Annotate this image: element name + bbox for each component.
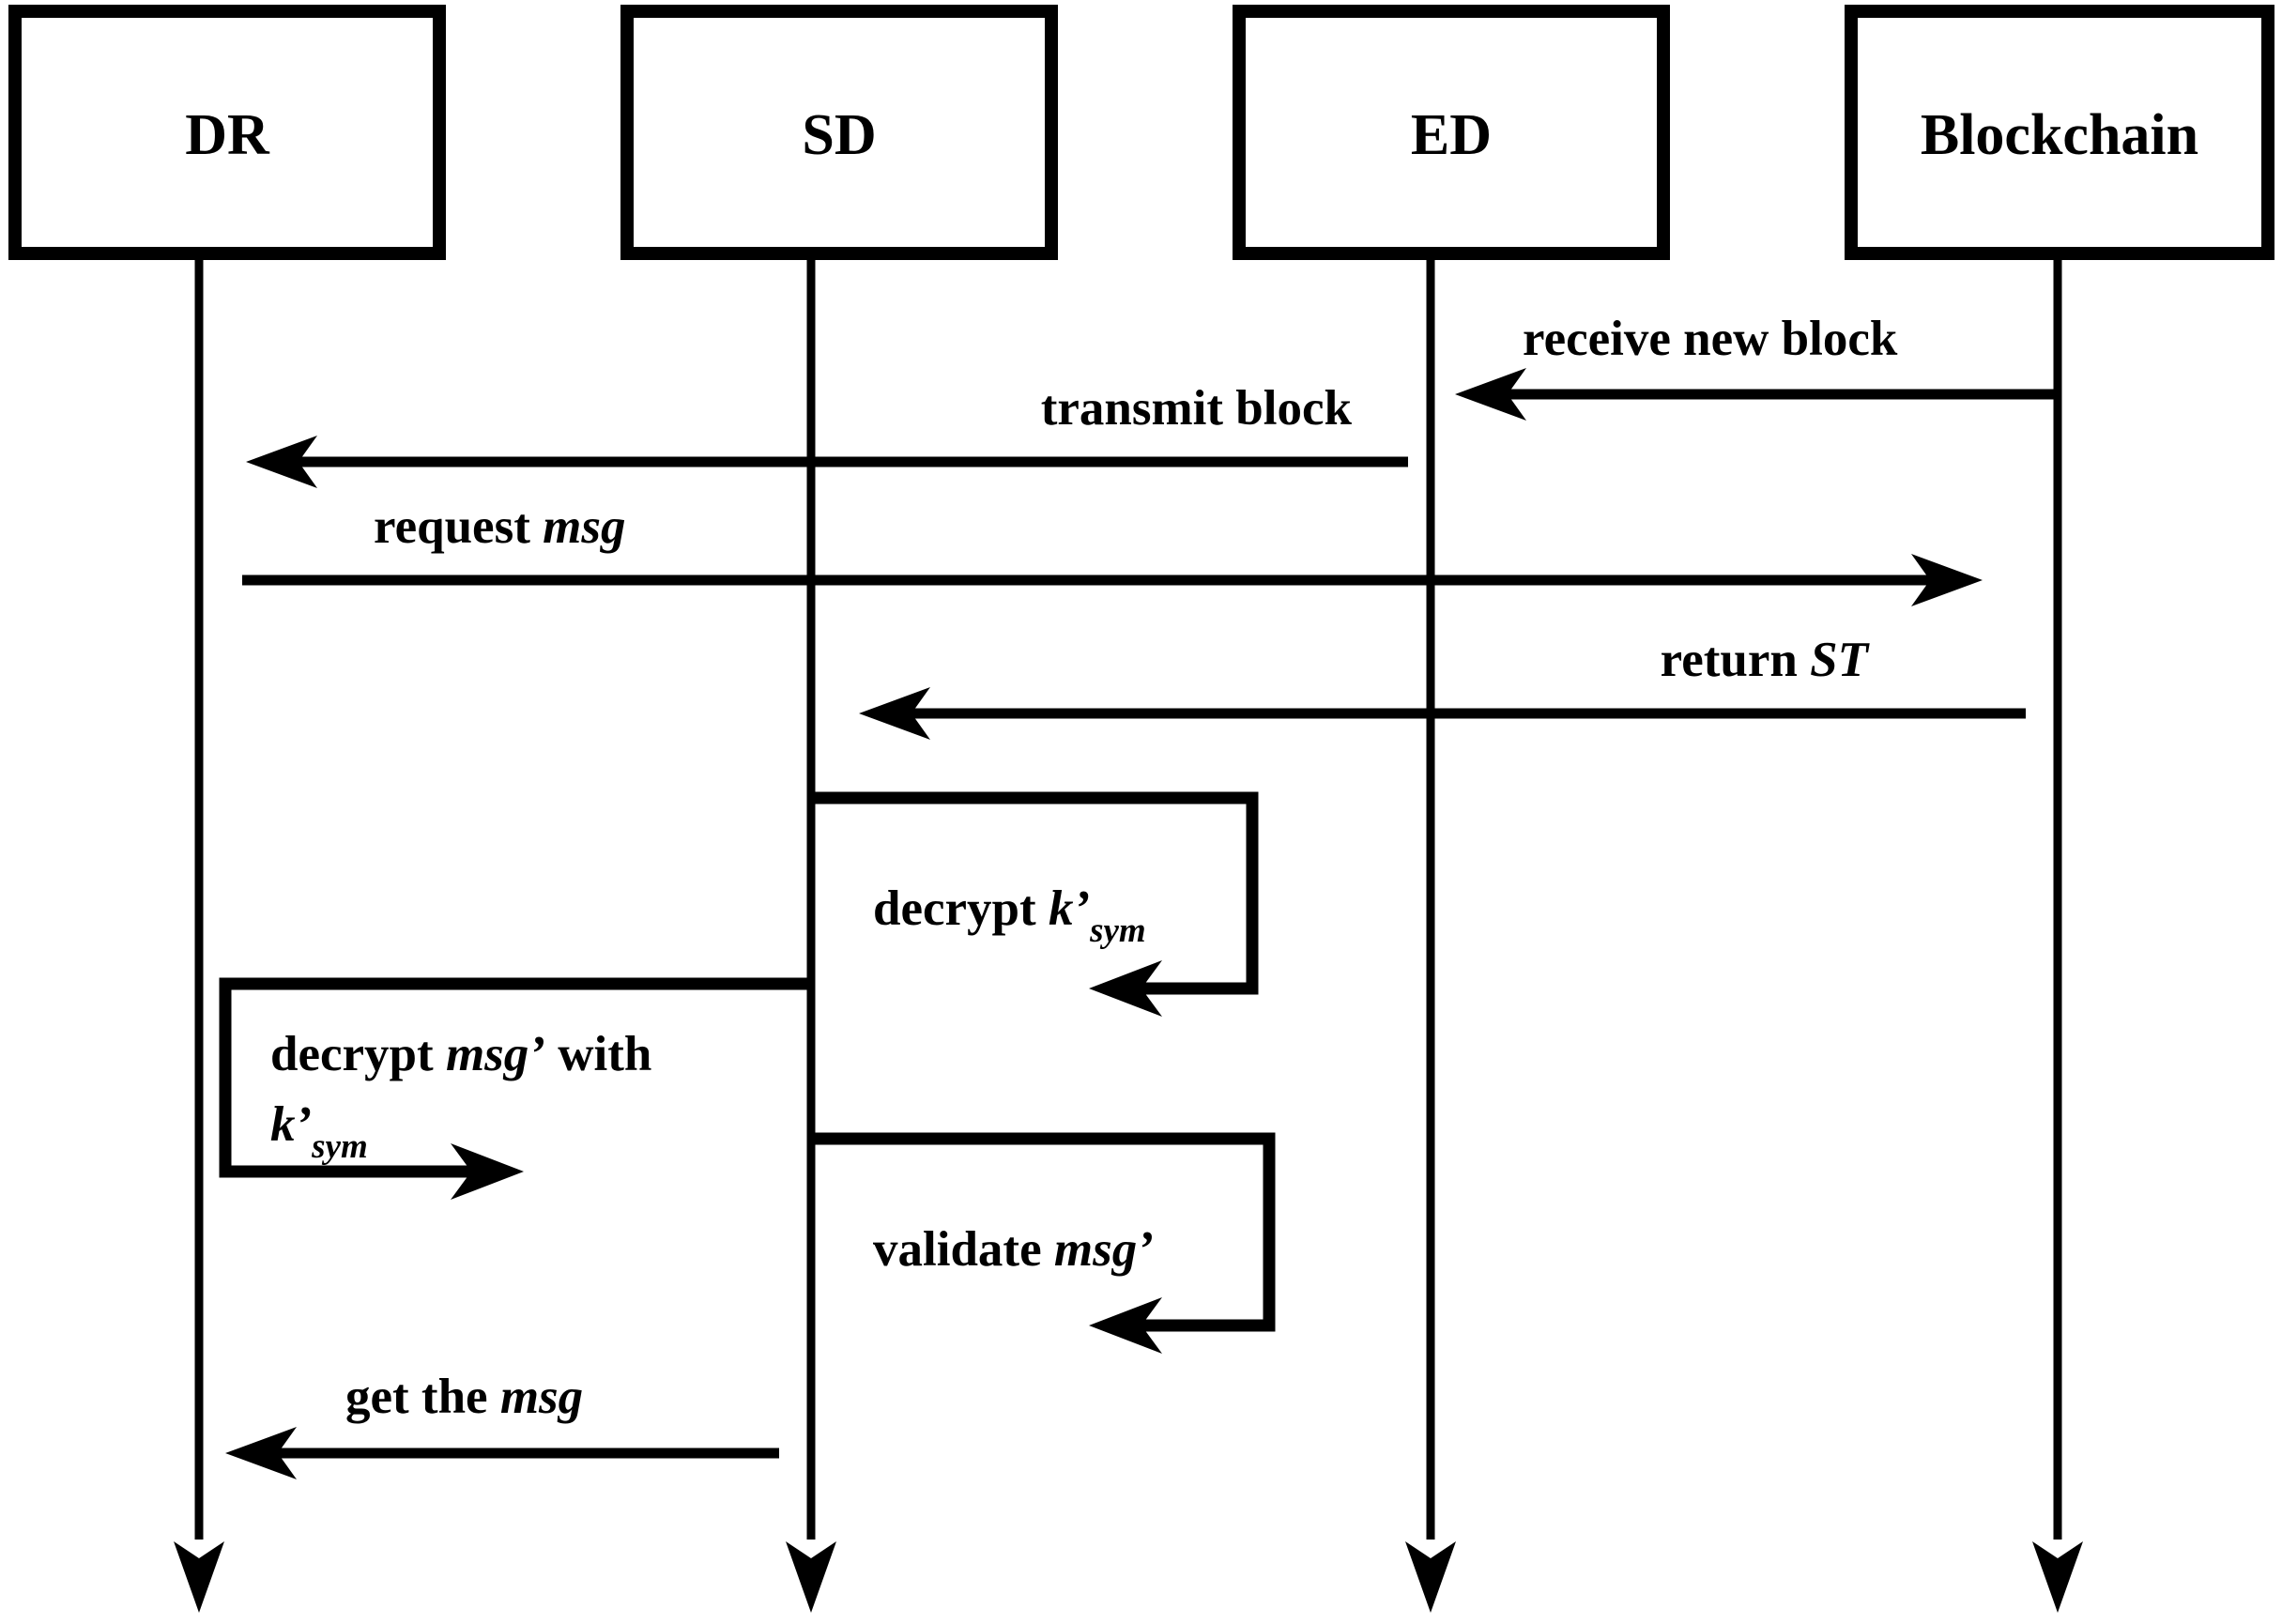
- lifeline-end-arrow-dr: [174, 1541, 224, 1613]
- arrowhead-transmit-block: [246, 436, 317, 488]
- message-label-decrypt-ksym-subscript: sym: [1089, 912, 1146, 950]
- lifeline-end-arrow-sd: [786, 1541, 836, 1613]
- message-label-decrypt-msg-plain2: with: [545, 1027, 651, 1081]
- message-label-decrypt-msg-line1: decrypt msg’ with: [270, 1027, 651, 1081]
- actor-header-blockchain[interactable]: Blockchain: [1845, 5, 2274, 260]
- message-transmit-block[interactable]: transmit block: [246, 381, 1408, 488]
- message-get-the-msg[interactable]: get the msg: [225, 1370, 779, 1479]
- message-label-return-st: return ST: [1661, 633, 1871, 687]
- message-label-decrypt-msg-italic2: k’: [270, 1097, 312, 1152]
- message-label-validate-msg-italic: msg’: [1054, 1222, 1154, 1277]
- arrowhead-return-st: [859, 687, 930, 740]
- message-label-decrypt-ksym-italic: k’: [1049, 881, 1090, 936]
- message-label-get-the-msg-plain: get the: [345, 1370, 500, 1424]
- message-label-decrypt-msg-plain: decrypt: [270, 1027, 446, 1081]
- message-label-request-msg: request msg: [374, 499, 625, 554]
- message-decrypt-msg-selfloop[interactable]: decrypt msg’ with k’sym: [219, 977, 807, 1200]
- actor-header-dr[interactable]: DR: [8, 5, 446, 260]
- message-label-decrypt-msg-line2: k’sym: [270, 1097, 368, 1166]
- message-label-validate-msg-plain: validate: [873, 1222, 1054, 1277]
- actor-label-ed: ED: [1411, 103, 1492, 167]
- message-label-decrypt-msg-subscript: sym: [311, 1127, 368, 1166]
- lifeline-end-arrow-blockchain: [2032, 1541, 2083, 1613]
- lifeline-end-arrow-ed: [1405, 1541, 1456, 1613]
- actor-box-blockchain[interactable]: [1845, 5, 2274, 260]
- selfloop-path-validate-msg: [811, 1132, 1276, 1332]
- message-label-get-the-msg-italic: msg: [500, 1370, 583, 1424]
- message-decrypt-ksym-selfloop[interactable]: decrypt k’sym: [811, 791, 1259, 1017]
- message-request-msg[interactable]: request msg: [242, 499, 1983, 606]
- message-label-decrypt-ksym-plain: decrypt: [873, 881, 1049, 936]
- message-label-get-the-msg: get the msg: [345, 1370, 583, 1424]
- selfloop-path-decrypt-ksym: [811, 791, 1259, 995]
- actor-box-sd[interactable]: [620, 5, 1058, 260]
- message-label-return-st-plain: return: [1661, 633, 1810, 687]
- message-return-st[interactable]: return ST: [859, 633, 2026, 740]
- actor-label-dr: DR: [185, 103, 270, 167]
- actor-header-sd[interactable]: SD: [620, 5, 1058, 260]
- arrowhead-decrypt-ksym: [1089, 960, 1162, 1017]
- message-label-decrypt-msg-italic: msg’: [446, 1027, 545, 1081]
- message-label-decrypt-ksym: decrypt k’sym: [873, 881, 1146, 950]
- actor-header-ed[interactable]: ED: [1233, 5, 1670, 260]
- message-label-request-msg-plain: request: [374, 499, 543, 554]
- message-label-validate-msg: validate msg’: [873, 1222, 1154, 1277]
- actor-label-blockchain: Blockchain: [1921, 103, 2198, 167]
- arrowhead-validate-msg: [1089, 1297, 1162, 1354]
- selfloop-path-decrypt-msg: [219, 977, 807, 1178]
- actor-label-sd: SD: [802, 103, 876, 167]
- arrowhead-decrypt-msg: [451, 1143, 524, 1200]
- arrowhead-get-the-msg: [225, 1427, 297, 1479]
- message-label-request-msg-italic: msg: [543, 499, 625, 554]
- message-label-receive-new-block: receive new block: [1523, 312, 1898, 366]
- message-label-return-st-italic: ST: [1810, 633, 1870, 687]
- message-validate-msg-selfloop[interactable]: validate msg’: [811, 1132, 1276, 1354]
- arrowhead-receive-new-block: [1455, 368, 1526, 421]
- message-label-transmit-block: transmit block: [1041, 381, 1353, 436]
- message-receive-new-block[interactable]: receive new block: [1455, 312, 2058, 421]
- actor-box-ed[interactable]: [1233, 5, 1670, 260]
- actor-box-dr[interactable]: [8, 5, 446, 260]
- arrowhead-request-msg: [1911, 554, 1983, 606]
